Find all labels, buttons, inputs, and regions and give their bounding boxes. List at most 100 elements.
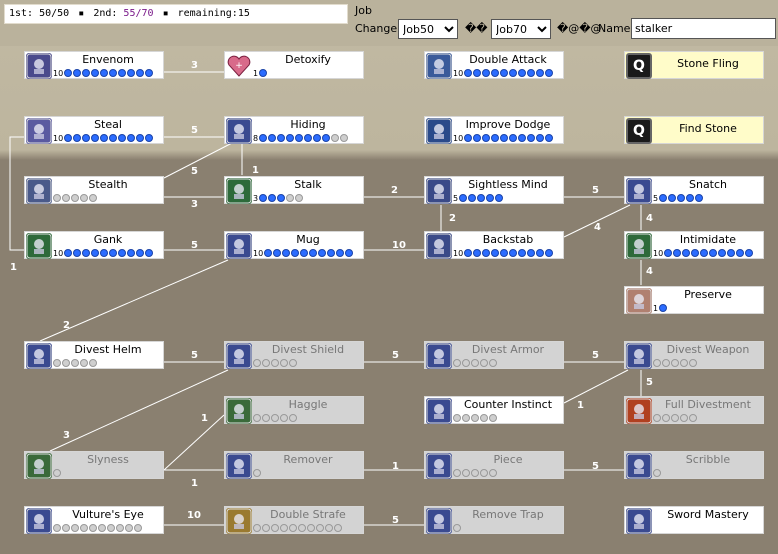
level-pip[interactable] <box>482 69 491 77</box>
level-pip[interactable] <box>659 304 668 312</box>
level-pip[interactable] <box>253 359 261 367</box>
skill-level-bar[interactable]: 10 <box>453 133 554 143</box>
skill-level-bar[interactable] <box>53 358 98 368</box>
level-pip[interactable] <box>473 69 482 77</box>
skill-scribble[interactable]: Scribble <box>624 451 764 479</box>
level-pip[interactable] <box>680 414 688 422</box>
level-pip[interactable] <box>98 524 106 532</box>
level-pip[interactable] <box>304 134 313 142</box>
skill-level-bar[interactable] <box>453 413 498 423</box>
level-pip[interactable] <box>691 249 700 257</box>
level-pip[interactable] <box>280 524 288 532</box>
level-pip[interactable] <box>489 469 497 477</box>
level-pip[interactable] <box>653 469 661 477</box>
level-pip[interactable] <box>127 134 136 142</box>
level-pip[interactable] <box>318 249 327 257</box>
level-pip[interactable] <box>491 249 500 257</box>
level-pip[interactable] <box>71 194 79 202</box>
skill-level-bar[interactable]: 10 <box>253 248 354 258</box>
level-pip[interactable] <box>327 249 336 257</box>
level-pip[interactable] <box>89 359 97 367</box>
level-pip[interactable] <box>653 414 661 422</box>
level-pip[interactable] <box>253 414 261 422</box>
skill-level-bar[interactable] <box>53 523 143 533</box>
skill-level-bar[interactable] <box>253 413 298 423</box>
level-pip[interactable] <box>91 249 100 257</box>
level-pip[interactable] <box>682 249 691 257</box>
level-pip[interactable] <box>464 69 473 77</box>
skill-level-bar[interactable]: 10 <box>453 248 554 258</box>
skill-level-bar[interactable] <box>253 468 262 478</box>
level-pip[interactable] <box>545 134 554 142</box>
level-pip[interactable] <box>709 249 718 257</box>
level-pip[interactable] <box>536 134 545 142</box>
level-pip[interactable] <box>300 249 309 257</box>
skill-vulture-s-eye[interactable]: Vulture's Eye <box>24 506 164 534</box>
level-pip[interactable] <box>253 524 261 532</box>
level-pip[interactable] <box>64 134 73 142</box>
level-pip[interactable] <box>471 414 479 422</box>
level-pip[interactable] <box>259 69 268 77</box>
level-pip[interactable] <box>509 69 518 77</box>
skill-slyness[interactable]: Slyness <box>24 451 164 479</box>
level-pip[interactable] <box>500 134 509 142</box>
level-pip[interactable] <box>527 249 536 257</box>
level-pip[interactable] <box>100 134 109 142</box>
level-pip[interactable] <box>471 469 479 477</box>
skill-double-strafe[interactable]: Double Strafe <box>224 506 364 534</box>
level-pip[interactable] <box>689 414 697 422</box>
level-pip[interactable] <box>480 469 488 477</box>
level-pip[interactable] <box>673 249 682 257</box>
level-pip[interactable] <box>480 359 488 367</box>
level-pip[interactable] <box>53 359 61 367</box>
level-pip[interactable] <box>453 414 461 422</box>
level-pip[interactable] <box>295 134 304 142</box>
level-pip[interactable] <box>486 194 495 202</box>
skill-haggle[interactable]: Haggle <box>224 396 364 424</box>
level-pip[interactable] <box>277 194 286 202</box>
level-pip[interactable] <box>100 249 109 257</box>
level-pip[interactable] <box>671 359 679 367</box>
level-pip[interactable] <box>91 134 100 142</box>
skill-level-bar[interactable]: 5 <box>453 193 504 203</box>
level-pip[interactable] <box>271 414 279 422</box>
skill-level-bar[interactable] <box>253 523 343 533</box>
level-pip[interactable] <box>518 249 527 257</box>
level-pip[interactable] <box>125 524 133 532</box>
level-pip[interactable] <box>73 249 82 257</box>
skill-level-bar[interactable] <box>53 193 98 203</box>
level-pip[interactable] <box>545 69 554 77</box>
level-pip[interactable] <box>509 134 518 142</box>
level-pip[interactable] <box>653 359 661 367</box>
level-pip[interactable] <box>53 469 61 477</box>
level-pip[interactable] <box>545 249 554 257</box>
level-pip[interactable] <box>480 414 488 422</box>
skill-level-bar[interactable] <box>53 468 62 478</box>
level-pip[interactable] <box>462 469 470 477</box>
level-pip[interactable] <box>259 194 268 202</box>
skill-divest-shield[interactable]: Divest Shield <box>224 341 364 369</box>
level-pip[interactable] <box>727 249 736 257</box>
skill-level-bar[interactable] <box>453 468 498 478</box>
level-pip[interactable] <box>73 134 82 142</box>
level-pip[interactable] <box>313 134 322 142</box>
skill-level-bar[interactable]: 10 <box>53 68 154 78</box>
level-pip[interactable] <box>462 359 470 367</box>
name-input[interactable] <box>631 18 776 39</box>
skill-divest-weapon[interactable]: Divest Weapon <box>624 341 764 369</box>
level-pip[interactable] <box>309 249 318 257</box>
level-pip[interactable] <box>118 69 127 77</box>
level-pip[interactable] <box>282 249 291 257</box>
level-pip[interactable] <box>345 249 354 257</box>
level-pip[interactable] <box>527 69 536 77</box>
level-pip[interactable] <box>82 134 91 142</box>
level-pip[interactable] <box>259 134 268 142</box>
level-pip[interactable] <box>118 249 127 257</box>
